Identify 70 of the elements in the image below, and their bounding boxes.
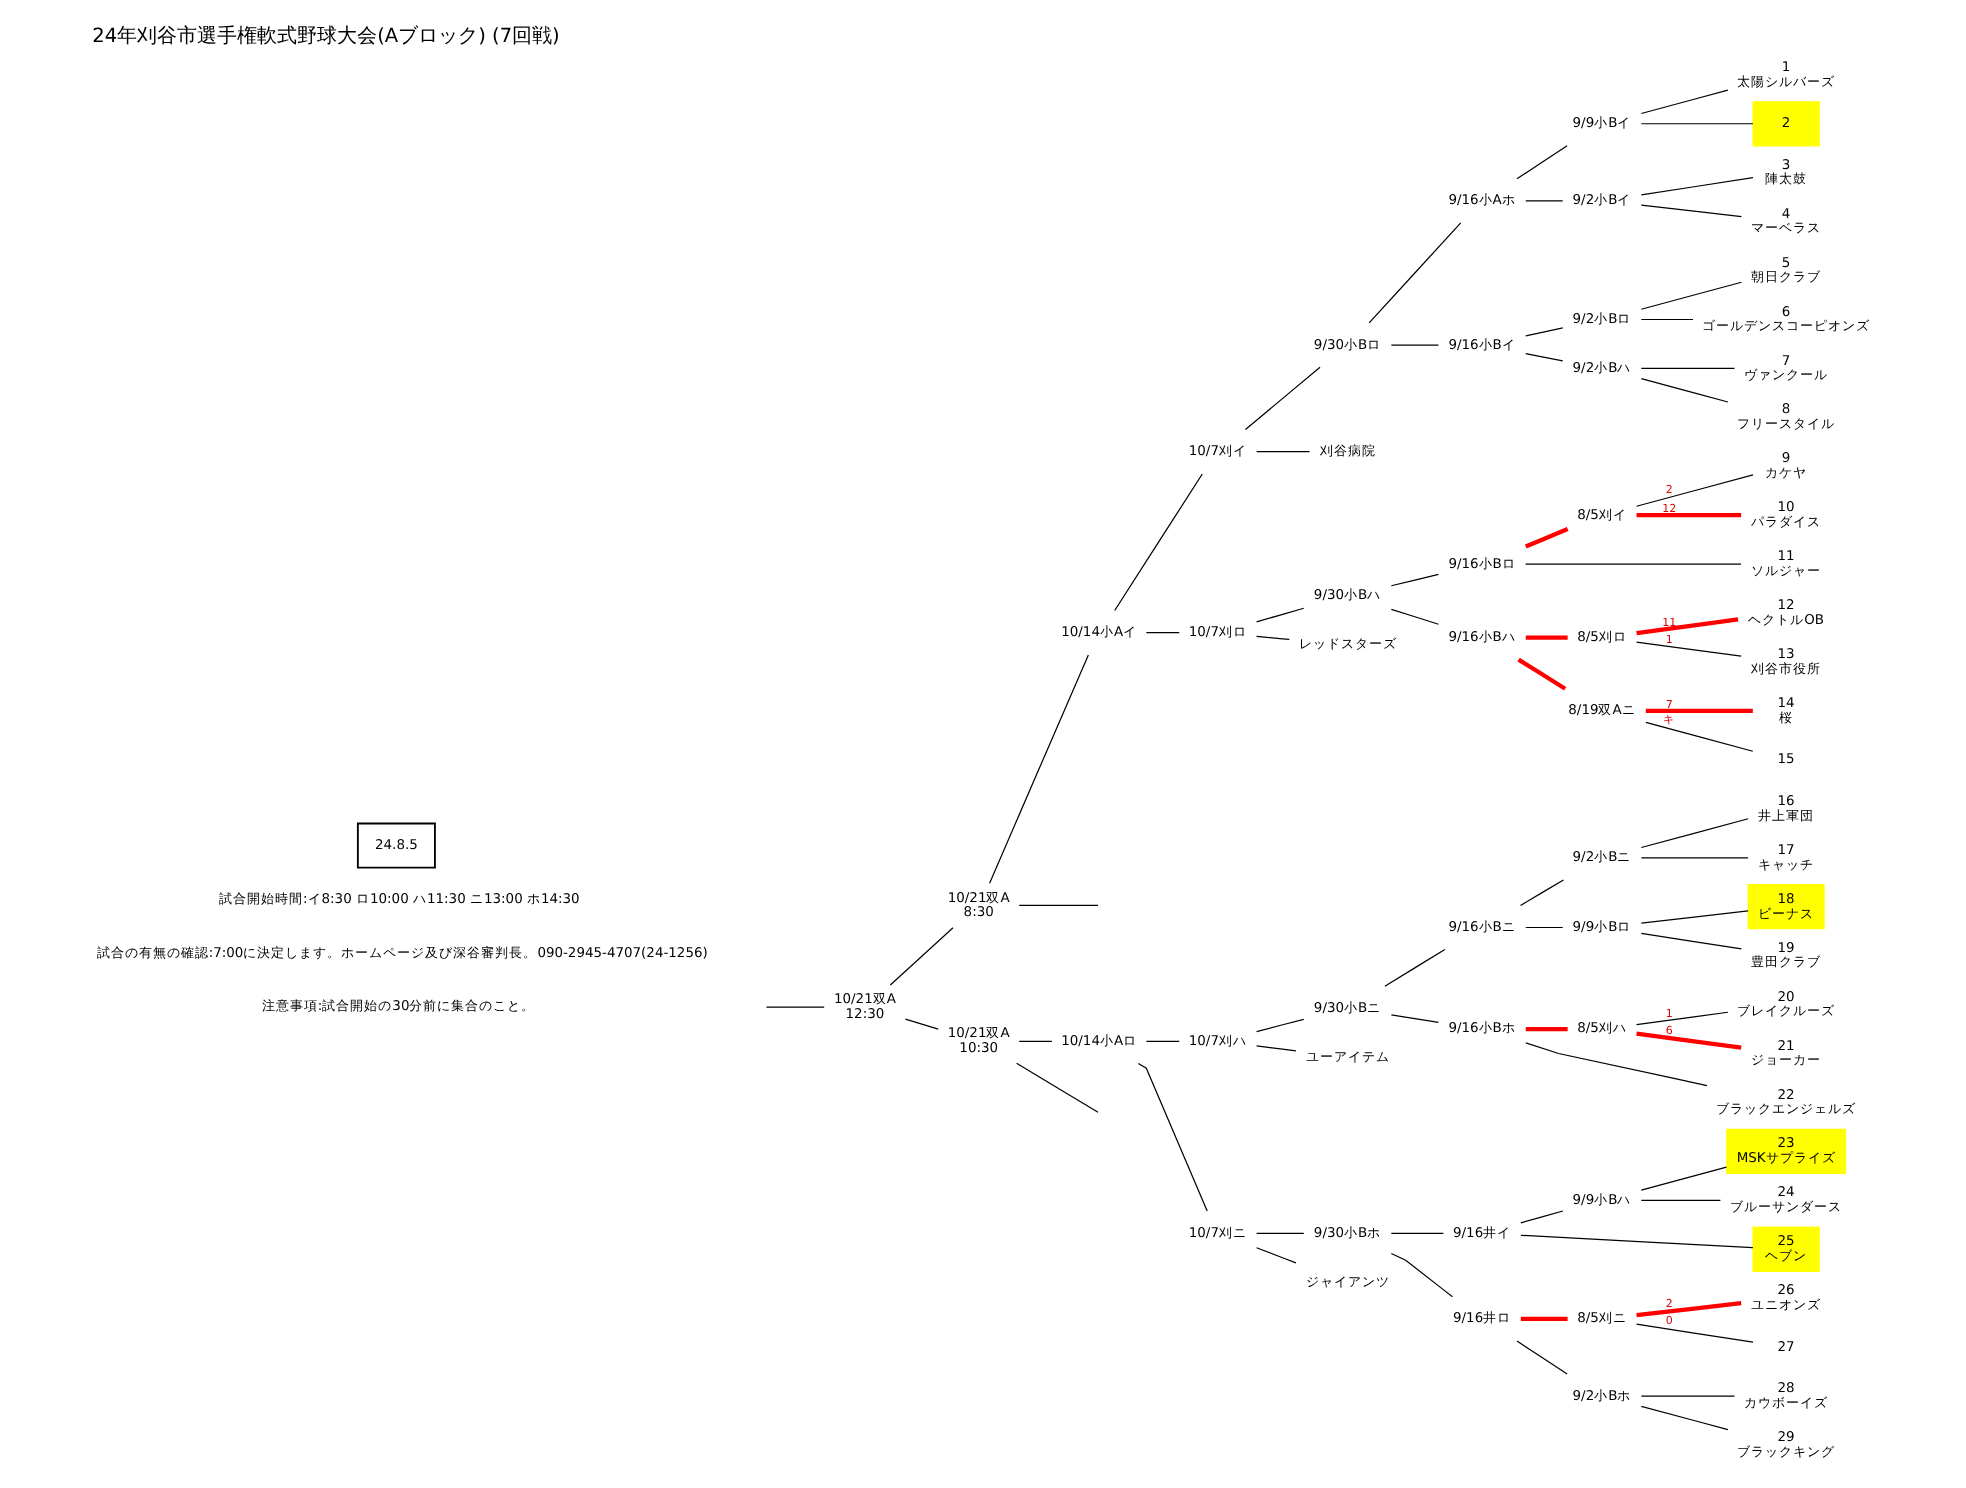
connector xyxy=(1525,926,1564,929)
connector xyxy=(1640,318,1694,321)
connector xyxy=(1525,1026,1568,1032)
connector xyxy=(1137,1062,1208,1212)
connector xyxy=(1244,366,1321,431)
connector xyxy=(904,1018,939,1030)
connector xyxy=(1517,657,1567,691)
connector xyxy=(1635,1323,1754,1343)
connector xyxy=(1256,1232,1305,1234)
connector xyxy=(1640,1395,1736,1397)
connector xyxy=(1640,177,1754,196)
connector xyxy=(1525,327,1564,337)
connector xyxy=(1256,1045,1297,1052)
connector xyxy=(1640,1405,1729,1431)
connector xyxy=(1516,1340,1568,1375)
connector xyxy=(1640,89,1729,115)
connector xyxy=(1525,635,1568,640)
connector xyxy=(1018,1040,1053,1042)
connector xyxy=(1256,1247,1297,1264)
connector xyxy=(1390,1252,1454,1298)
connector xyxy=(1640,910,1749,924)
connector xyxy=(1640,857,1749,859)
connector xyxy=(765,1006,825,1008)
connector xyxy=(1145,632,1180,634)
connector xyxy=(1525,352,1564,362)
connector xyxy=(1640,367,1736,370)
connector xyxy=(1645,708,1753,714)
connector xyxy=(1635,641,1742,657)
connector xyxy=(1256,1018,1305,1033)
connector xyxy=(1520,1210,1564,1224)
connector xyxy=(1640,818,1749,849)
connector xyxy=(1636,1031,1742,1050)
connector xyxy=(1636,513,1742,518)
connector xyxy=(1519,879,1565,907)
connector xyxy=(1640,1199,1721,1201)
connector xyxy=(1524,527,1569,549)
connector xyxy=(1520,1234,1754,1249)
connector xyxy=(1145,1040,1180,1042)
connector xyxy=(1640,204,1743,218)
connector xyxy=(1635,474,1754,507)
connector xyxy=(989,654,1089,884)
connector xyxy=(1114,473,1203,612)
connector xyxy=(1636,617,1739,636)
connector xyxy=(1016,1062,1099,1113)
connector xyxy=(1525,563,1742,565)
connector xyxy=(1390,608,1440,625)
connector xyxy=(1390,344,1440,346)
connector xyxy=(1256,635,1290,641)
connector xyxy=(1645,721,1754,752)
connector xyxy=(1635,1011,1729,1026)
connector xyxy=(1390,1014,1440,1023)
connector xyxy=(1640,281,1743,310)
connector xyxy=(1640,932,1743,950)
connector xyxy=(1525,1042,1708,1087)
connector xyxy=(1640,1166,1728,1191)
connector xyxy=(1525,200,1564,202)
connector xyxy=(1640,123,1754,125)
connector xyxy=(1368,222,1462,324)
connector xyxy=(1384,948,1446,987)
connector xyxy=(1390,1232,1444,1234)
connector xyxy=(889,927,954,986)
connector xyxy=(1516,145,1568,180)
diagram-title: 24年刈谷市選手権軟式野球大会(Aブロック) (7回戦) xyxy=(92,25,560,48)
connector xyxy=(1520,1316,1568,1322)
connector xyxy=(1256,607,1305,623)
connector xyxy=(1018,904,1099,907)
connector xyxy=(1390,573,1440,587)
connector xyxy=(1256,451,1311,453)
connector xyxy=(1640,378,1729,403)
connector xyxy=(1636,1301,1742,1318)
